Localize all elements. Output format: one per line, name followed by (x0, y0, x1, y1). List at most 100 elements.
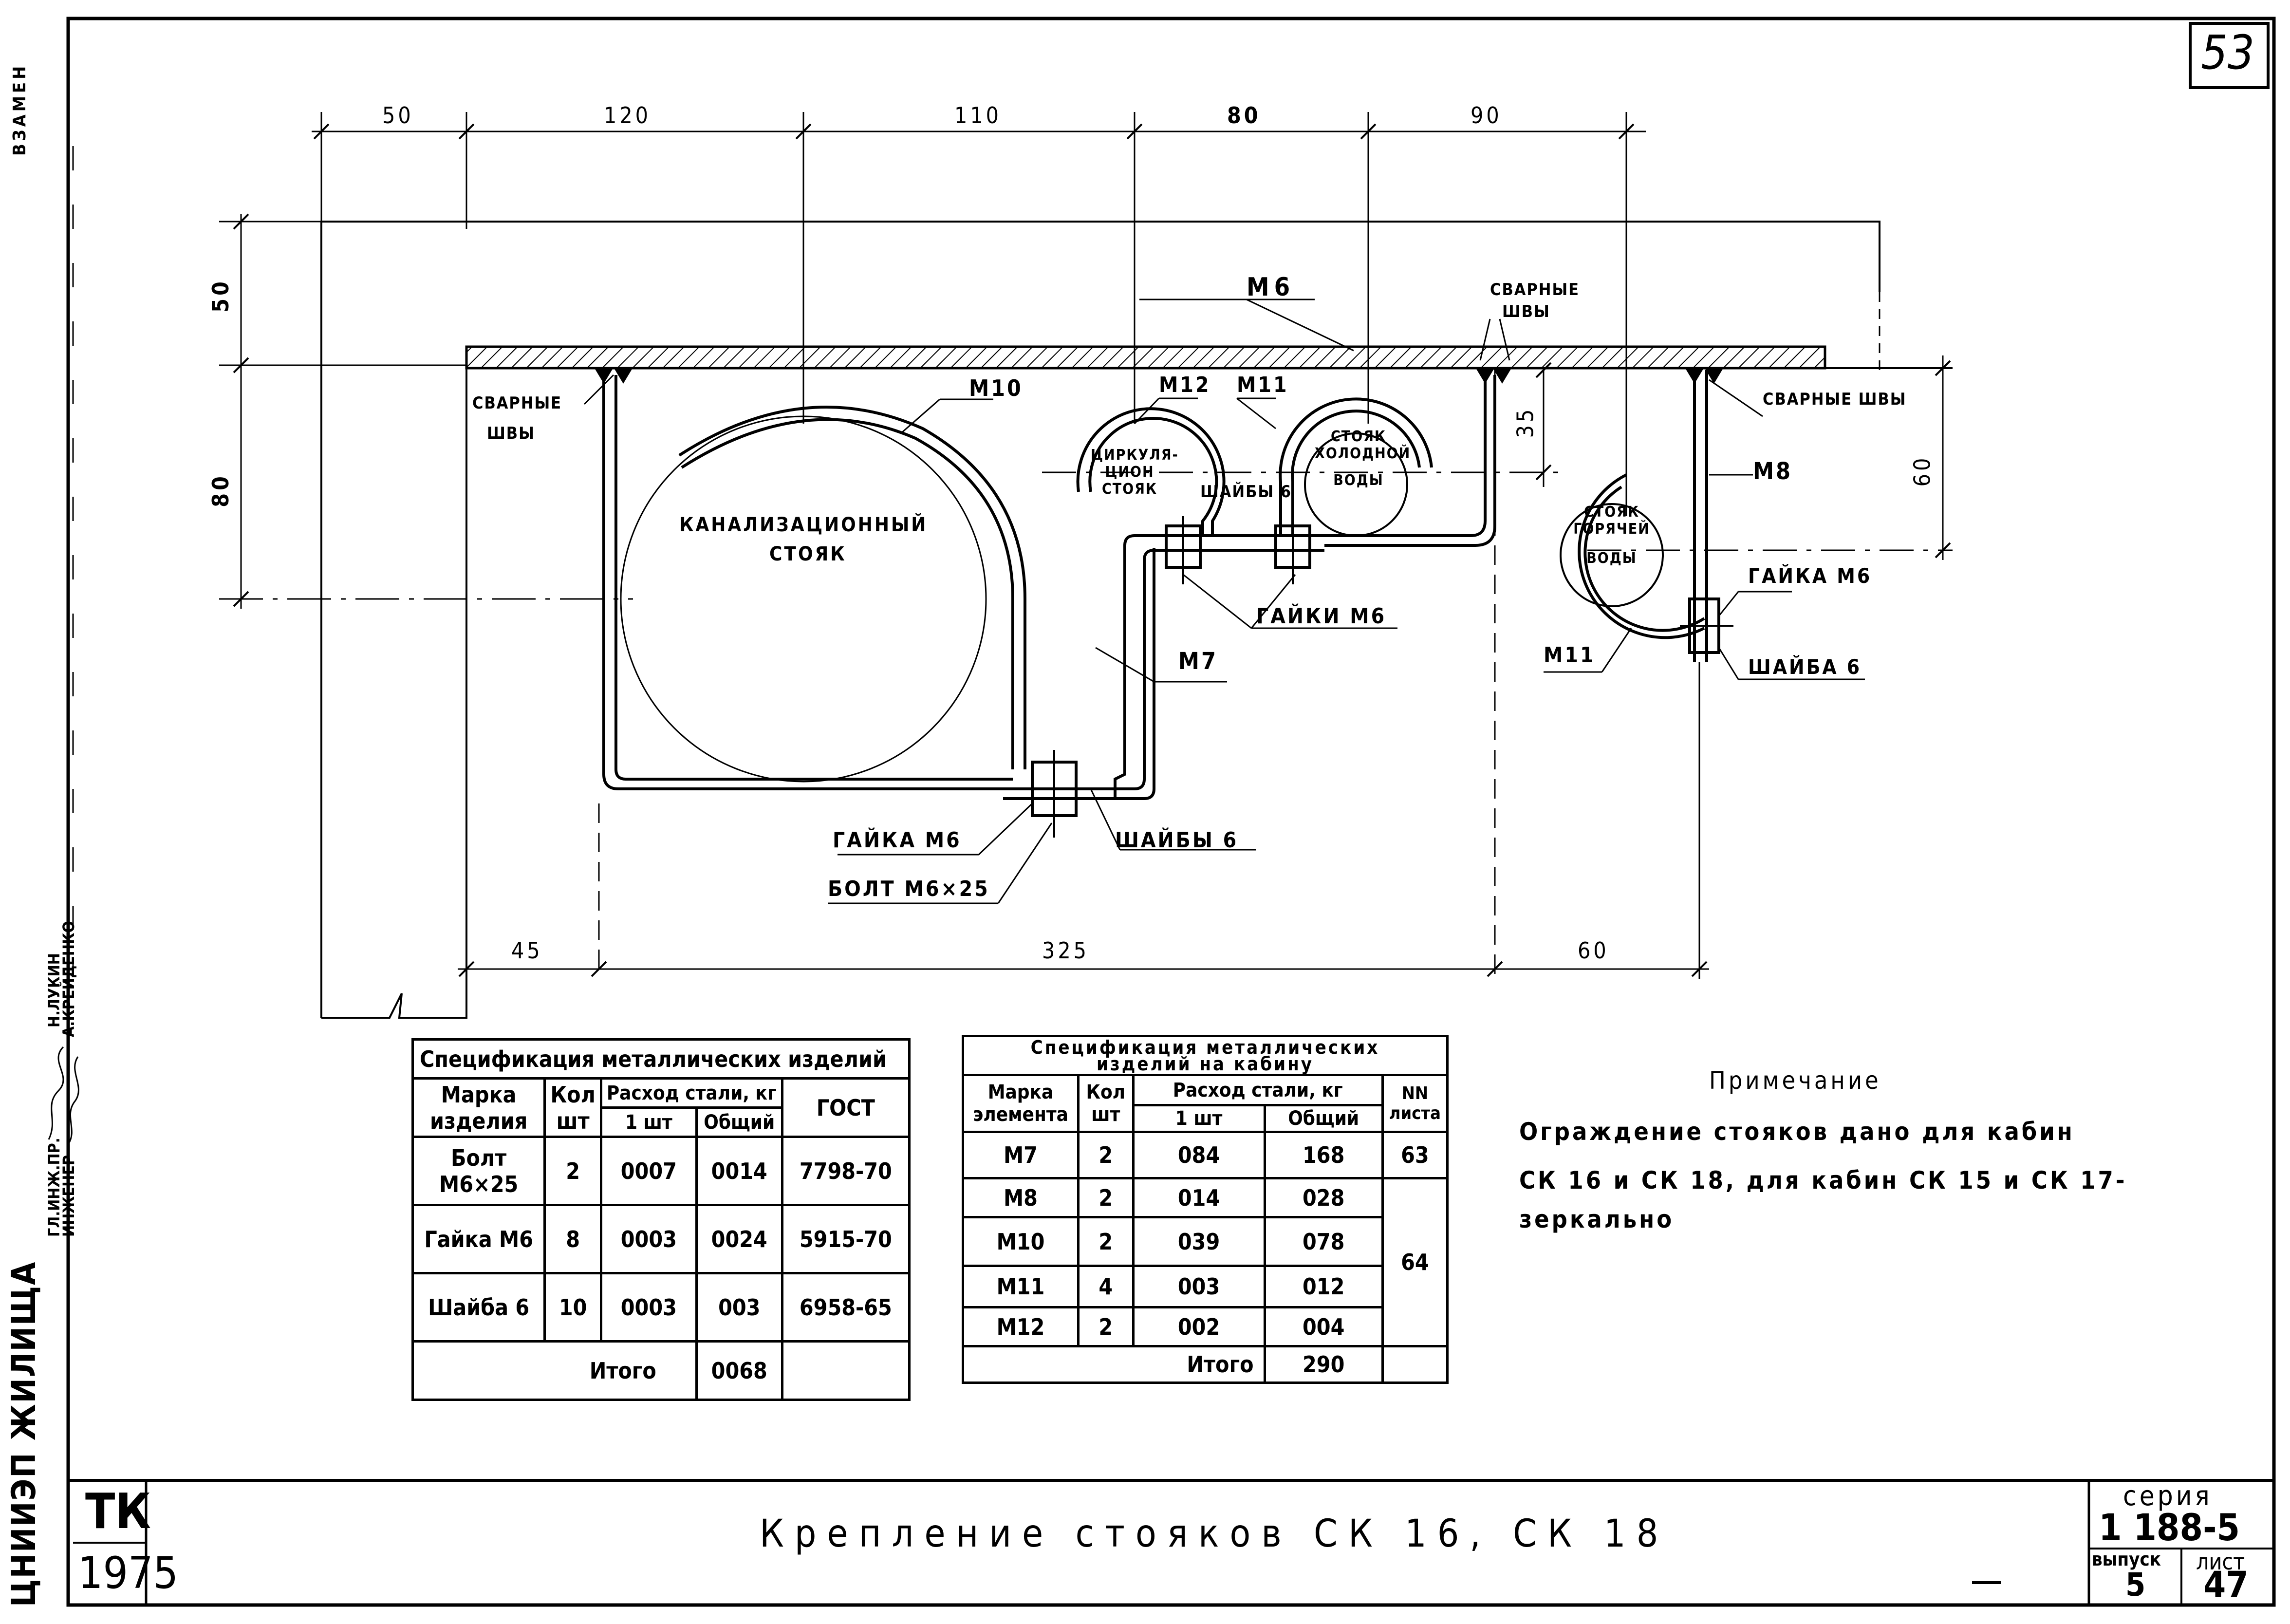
vzamen-label: ВЗАМЕН (10, 63, 30, 156)
cell-qty: 4 (1077, 1265, 1135, 1308)
note-line-2: СК 16 и СК 18, для кабин СК 15 и СК 17- (1519, 1166, 2127, 1195)
hot-line2: ГОРЯЧЕЙ (1573, 521, 1650, 538)
total-label: Итого (962, 1345, 1266, 1384)
cell-total: 078 (1263, 1216, 1384, 1267)
circ-line2: ЦИОН (1105, 464, 1154, 481)
cell-one: 039 (1132, 1216, 1266, 1267)
sheet-title: Крепление стояков СК 16, СК 18 (760, 1512, 1669, 1556)
cell-mark: М11 (962, 1265, 1080, 1308)
label-washers-top: ШАЙБЫ 6 (1200, 482, 1292, 502)
note-title: Примечание (1709, 1066, 1881, 1095)
total-value: 290 (1263, 1345, 1384, 1384)
cell-total: 003 (695, 1272, 783, 1343)
sheet-frame (66, 17, 2276, 1607)
label-washer-6-right: ШАЙБА 6 (1748, 655, 1862, 679)
cold-line3: ВОДЫ (1333, 472, 1384, 489)
label-nuts-m6: ГАЙКИ М6 (1256, 604, 1387, 629)
cell-one: 0007 (599, 1136, 698, 1206)
name-2: А.КРЕЙДЕНКО (59, 920, 78, 1037)
dim-left-2: 80 (207, 473, 234, 507)
weld-right: СВАРНЫЕ ШВЫ (1763, 390, 1907, 409)
cell-mark: М12 (962, 1306, 1080, 1347)
table-row: Шайба 6 10 0003 003 6958-65 (411, 1272, 911, 1343)
cell-total: 168 (1263, 1131, 1384, 1179)
sheet-number: 53 (2201, 25, 2254, 80)
dim-top-1: 50 (382, 102, 414, 129)
circ-line1: ЦИРКУЛЯ- (1091, 447, 1179, 464)
sheet-number-box (2189, 22, 2270, 89)
spec1-header-total: Общий (695, 1106, 783, 1138)
hot-line3: ВОДЫ (1586, 550, 1637, 567)
cell-qty: 2 (1077, 1177, 1135, 1218)
note-line-1: Ограждение стояков дано для кабин (1519, 1118, 2075, 1146)
dim-top-5: 90 (1471, 102, 1502, 129)
sewer-line1: КАНАЛИЗАЦИОННЫЙ (679, 514, 928, 536)
weld-top-line1: СВАРНЫЕ (1490, 280, 1580, 299)
cell-empty (781, 1340, 911, 1401)
dim-left-1: 50 (207, 279, 234, 313)
label-m12: М12 (1159, 373, 1211, 397)
spec-table-metal-items: Спецификация металлических изделий Марка… (411, 1038, 911, 1401)
sheet-value: 47 (2203, 1564, 2249, 1606)
panel-m6 (465, 345, 1826, 370)
tk-mark: ТК (85, 1483, 151, 1540)
label-m6: М6 (1247, 273, 1295, 302)
spec1-header-steel: Расход стали, кг (599, 1077, 783, 1109)
total-value: 0068 (695, 1340, 783, 1401)
cell-mark: Гайка М6 (411, 1204, 546, 1274)
dim-top-4: 80 (1227, 102, 1261, 129)
cell-qty: 2 (1077, 1216, 1135, 1267)
spec2-header-steel: Расход стали, кг (1132, 1074, 1384, 1106)
table-row: М11 4 003 012 (962, 1265, 1448, 1308)
label-bolt: БОЛТ М6×25 (828, 877, 990, 901)
cell-mark: Шайба 6 (411, 1272, 546, 1343)
spec1-title: Спецификация металлических изделий (411, 1038, 911, 1080)
cell-one: 002 (1132, 1306, 1266, 1347)
cold-line2: ХОЛОДНОЙ (1315, 445, 1411, 462)
cell-total: 004 (1263, 1306, 1384, 1347)
cell-one: 003 (1132, 1265, 1266, 1308)
table-row: М8 2 014 028 64 (962, 1177, 1449, 1347)
cell-qty: 2 (543, 1136, 602, 1206)
cell-sheet: 63 (1381, 1131, 1449, 1179)
hot-line1: СТОЯК (1583, 504, 1639, 521)
org-name: ЦНИИЭП ЖИЛИЩА (5, 1261, 43, 1607)
spec1-header-one: 1 шт (599, 1106, 698, 1138)
dim-right-1: 35 (1512, 406, 1539, 438)
cell-gost: 6958-65 (781, 1272, 911, 1343)
label-m10: М10 (969, 375, 1023, 401)
dim-top-3: 110 (954, 102, 1002, 129)
table-row: М10 2 039 078 (962, 1216, 1448, 1267)
cell-qty: 8 (543, 1204, 602, 1274)
cell-one: 0003 (599, 1204, 698, 1274)
cell-one: 084 (1132, 1131, 1266, 1179)
table-total-row: Итого 0068 (411, 1340, 911, 1401)
spec2-header-one: 1 шт (1132, 1104, 1266, 1133)
cell-total: 0014 (695, 1136, 783, 1206)
table-row: Болт М6×25 2 0007 0014 7798-70 (411, 1136, 911, 1206)
weld-left-line1: СВАРНЫЕ (472, 393, 562, 413)
cell-mark: М10 (962, 1216, 1080, 1267)
cell-total: 012 (1263, 1265, 1384, 1308)
cell-qty: 2 (1077, 1306, 1135, 1347)
table-row: М12 2 002 004 (962, 1306, 1448, 1347)
spec2-header-total: Общий (1263, 1104, 1384, 1133)
label-m8: М8 (1753, 458, 1793, 485)
label-m11-top: М11 (1237, 373, 1289, 397)
dim-bottom-2: 325 (1042, 937, 1089, 964)
cell-qty: 2 (1077, 1131, 1135, 1179)
sheet-label: лист (2196, 1549, 2245, 1575)
sewer-pipe-circle (620, 415, 987, 783)
cold-line1: СТОЯК (1330, 428, 1386, 445)
issue-label: выпуск (2092, 1549, 2161, 1570)
cell-gost: 7798-70 (781, 1136, 911, 1206)
table-row: Гайка М6 8 0003 0024 5915-70 (411, 1204, 911, 1274)
dim-bottom-1: 45 (511, 937, 543, 964)
